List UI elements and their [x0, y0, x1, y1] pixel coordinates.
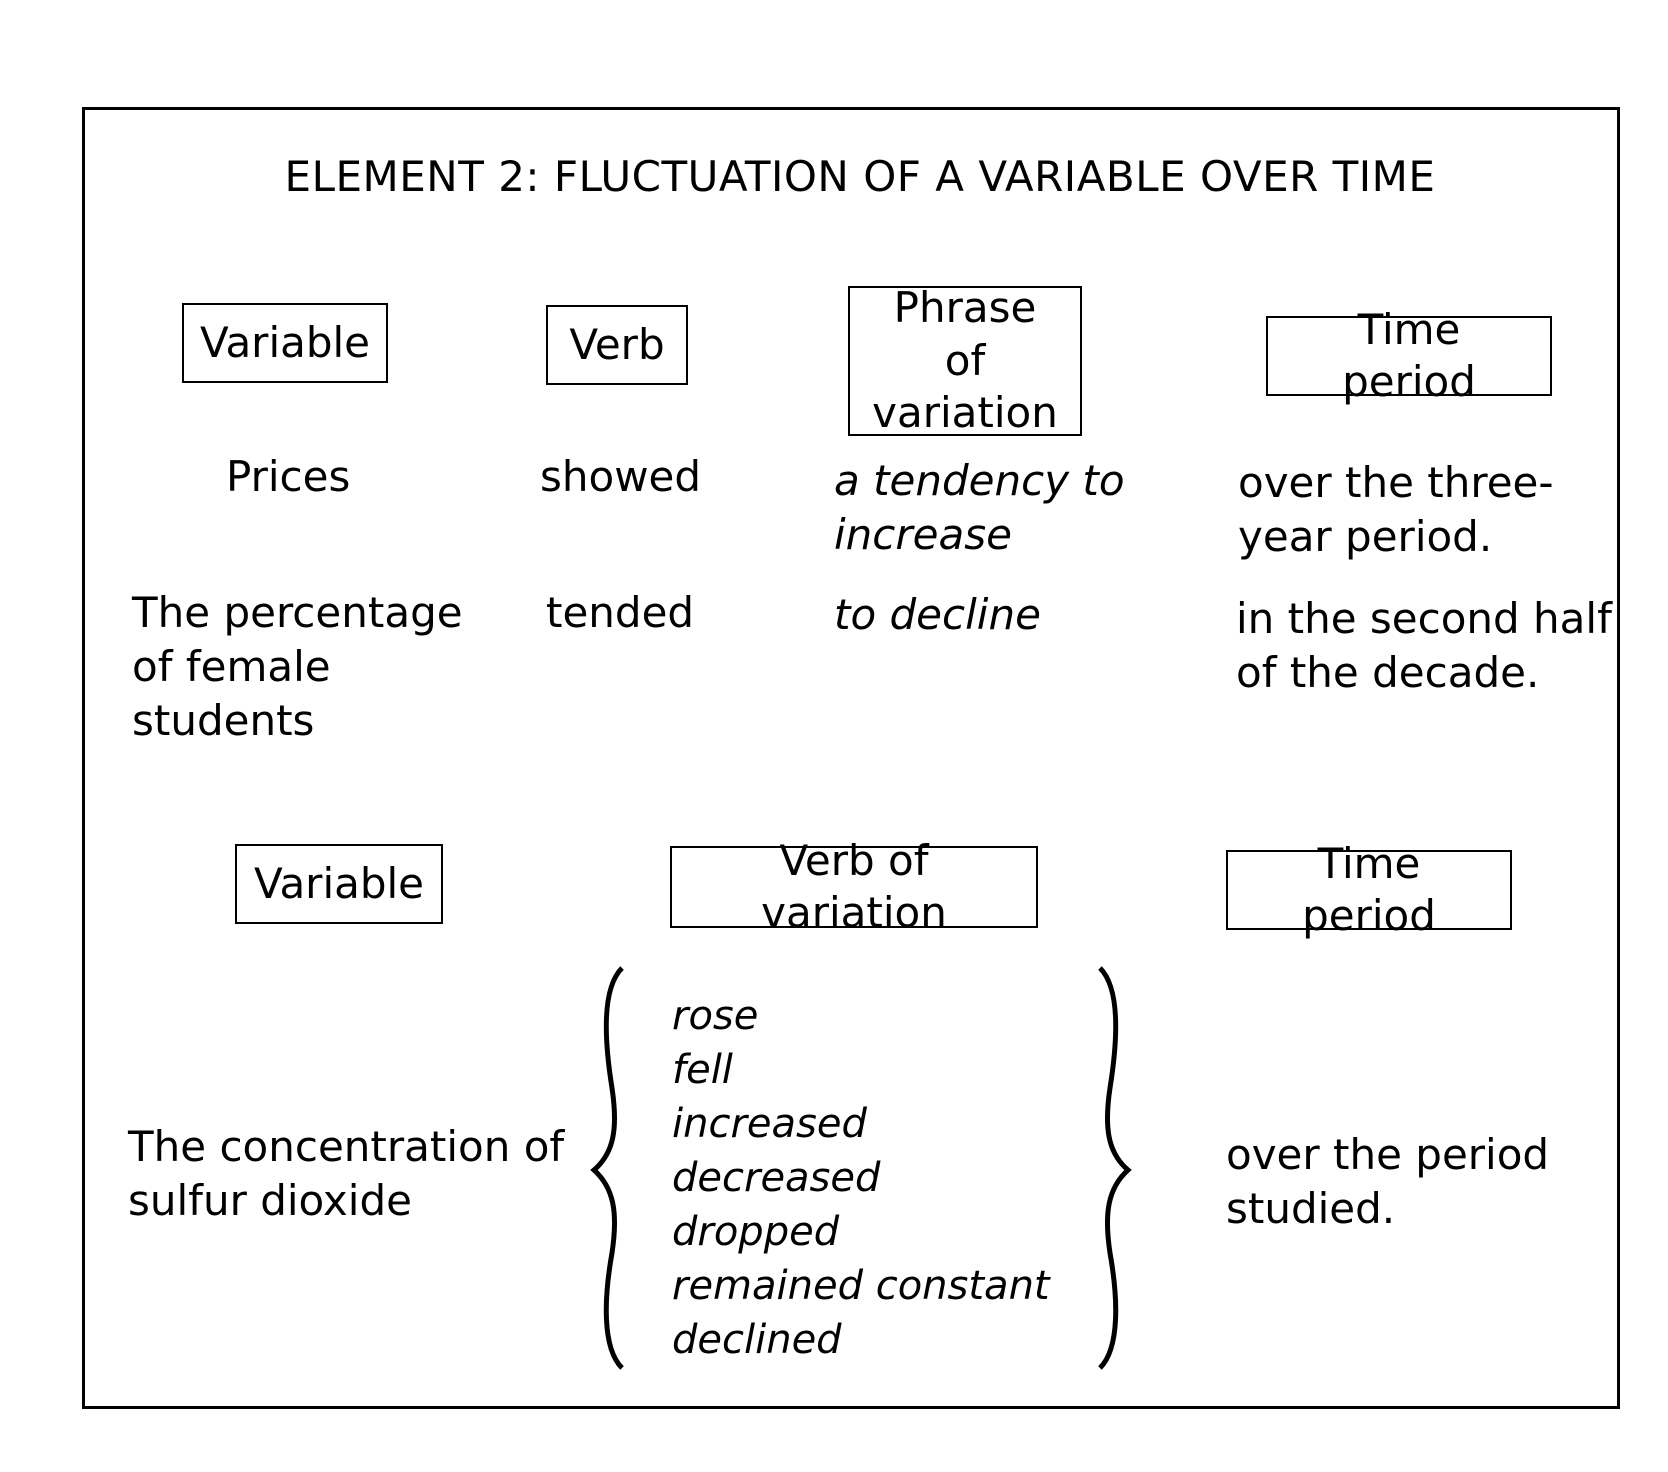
verb-list: rose fell increased decreased dropped re… — [672, 989, 1050, 1367]
verb-item: increased — [672, 1101, 867, 1147]
verb-item: rose — [672, 993, 759, 1039]
verb-item: remained constant — [672, 1263, 1050, 1309]
verb-item: decreased — [672, 1155, 881, 1201]
header-time-2: Time period — [1226, 839, 1512, 940]
row2-time: in the second half of the decade. — [1236, 594, 1612, 697]
header-phrase-1: Phrase of variation — [848, 283, 1082, 437]
section2-variable: The concentration of sulfur dioxide — [128, 1122, 565, 1225]
row1-verb: showed — [540, 452, 702, 501]
page-title: ELEMENT 2: FLUCTUATION OF A VARIABLE OVE… — [284, 152, 1436, 201]
row1-variable: Prices — [226, 452, 351, 501]
row1-time: over the three- year period. — [1238, 458, 1554, 561]
header-time-1: Time period — [1266, 305, 1552, 406]
header-verb-1: Verb — [546, 305, 688, 385]
verb-item: dropped — [672, 1209, 840, 1255]
row2-verb: tended — [546, 588, 695, 637]
section2-time: over the period studied. — [1226, 1130, 1550, 1233]
right-brace — [1098, 966, 1132, 1370]
row2-variable: The percentage of female students — [132, 588, 463, 745]
row2-phrase: to decline — [834, 590, 1041, 639]
header-variable-1: Variable — [182, 303, 388, 383]
verb-item: fell — [672, 1047, 733, 1093]
header-variable-2: Variable — [235, 844, 443, 924]
verb-item: declined — [672, 1317, 842, 1363]
left-brace — [590, 966, 624, 1370]
document-frame — [82, 107, 1620, 1409]
row1-phrase: a tendency to increase — [834, 456, 1125, 559]
header-verb-2: Verb of variation — [670, 836, 1038, 937]
